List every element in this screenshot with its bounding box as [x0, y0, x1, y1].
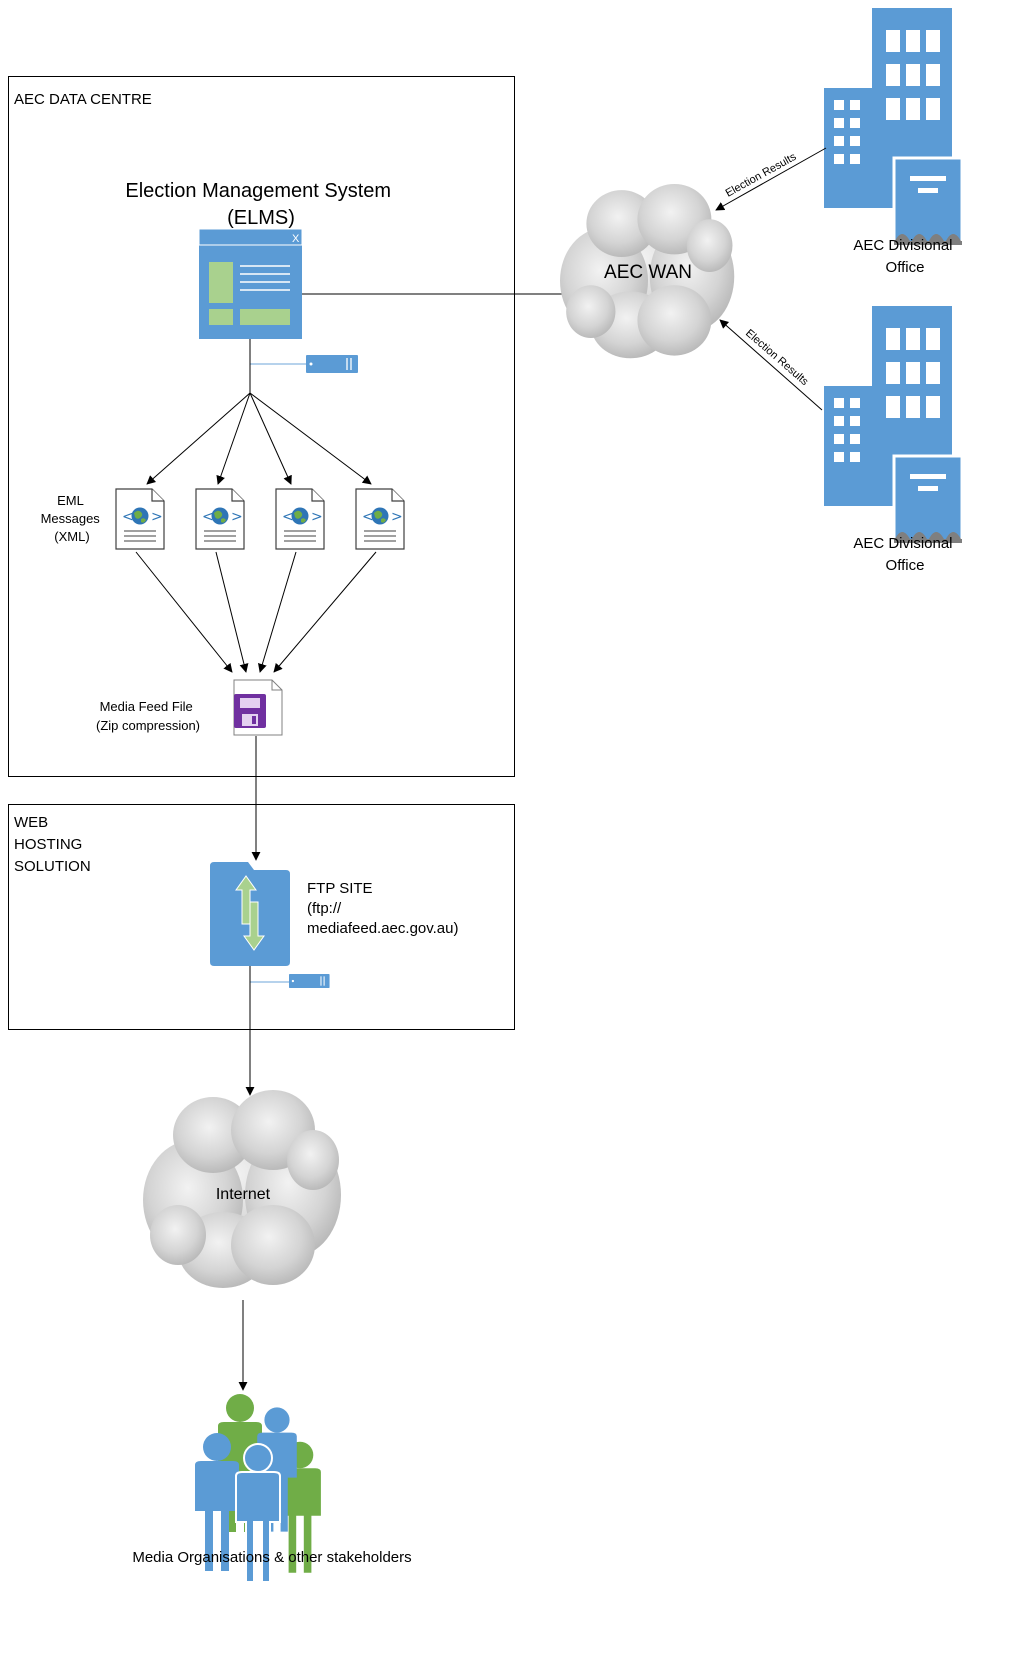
media-feed-label: Media Feed File (Zip compression)	[96, 699, 200, 733]
media-feed-arrow	[273, 551, 377, 673]
xml-document-icon	[275, 488, 325, 550]
eml-arrow	[146, 392, 251, 485]
office-building-icon	[822, 304, 964, 545]
zip-file-icon	[233, 679, 283, 736]
ftp-server-icon	[288, 973, 331, 989]
results-link-label: Election Results	[743, 327, 811, 388]
aec-data-centre-label: AEC DATA CENTRE	[14, 91, 152, 108]
aec-wan-label: AEC WAN	[604, 262, 692, 283]
results-link	[719, 319, 823, 411]
xml-document-icon	[355, 488, 405, 550]
media-feed-arrow	[258, 551, 297, 673]
web-hosting-box	[8, 804, 515, 1030]
ftp-transfer-icon	[210, 862, 290, 966]
eml-arrow	[249, 392, 372, 485]
office-label: AEC Divisional Office	[853, 237, 956, 276]
elms-server-icon	[305, 354, 359, 374]
ftp-label: FTP SITE (ftp:// mediafeed.aec.gov.au)	[307, 880, 459, 937]
media-feed-arrow	[135, 551, 233, 673]
results-link	[715, 147, 827, 211]
results-link-label: Election Results	[724, 151, 799, 200]
xml-document-icon	[195, 488, 245, 550]
window-close-icon: X	[292, 233, 300, 245]
eml-arrow	[249, 392, 292, 485]
eml-arrow	[216, 392, 251, 485]
elms-title: Election Management System (ELMS)	[125, 180, 396, 229]
office-building-icon	[822, 6, 964, 247]
aec-data-centre-box	[8, 76, 515, 777]
internet-label: Internet	[216, 1186, 271, 1203]
xml-document-icon	[115, 488, 165, 550]
media-feed-arrow	[215, 551, 249, 673]
stakeholders-label: Media Organisations & other stakeholders	[132, 1549, 411, 1566]
eml-label: EML Messages (XML)	[41, 493, 104, 544]
office-label: AEC Divisional Office	[853, 535, 956, 574]
web-hosting-label: WEB HOSTING SOLUTION	[14, 814, 91, 875]
application-window-icon: X	[198, 228, 303, 339]
